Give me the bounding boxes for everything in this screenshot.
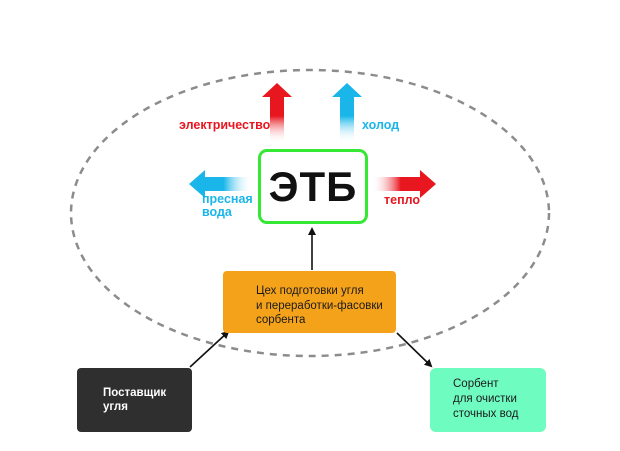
workshop-line1: Цех подготовки угля bbox=[256, 285, 364, 297]
sorbent-line1: Сорбент bbox=[453, 378, 499, 390]
water-arrow bbox=[189, 170, 252, 198]
fresh-water-label-line2: вода bbox=[202, 205, 232, 219]
supplier-line2: угля bbox=[103, 401, 128, 413]
fresh-water-label: пресная вода bbox=[202, 193, 253, 219]
workshop-box: Цех подготовки угля и переработки-фасовк… bbox=[223, 271, 396, 333]
cold-label: холод bbox=[362, 118, 400, 132]
workshop-line2: и переработки-фасовки bbox=[256, 299, 383, 312]
connector-workshop-to-sorbent bbox=[396, 332, 433, 368]
etb-label: ЭТБ bbox=[268, 162, 358, 210]
etb-box: ЭТБ bbox=[258, 149, 368, 224]
heat-arrow bbox=[372, 170, 436, 198]
fresh-water-label-line1: пресная bbox=[202, 192, 253, 206]
sorbent-line3: сточных вод bbox=[453, 408, 519, 420]
electricity-label: электричество bbox=[179, 118, 271, 132]
cold-arrow bbox=[332, 83, 362, 143]
connector-supplier-to-workshop bbox=[189, 330, 230, 368]
sorbent-box: Сорбент для очистки сточных вод bbox=[430, 368, 546, 432]
heat-label: тепло bbox=[384, 193, 421, 207]
electricity-arrow bbox=[262, 83, 292, 143]
process-boundary-ellipse bbox=[69, 68, 551, 358]
supplier-line1: Поставщик bbox=[103, 387, 167, 399]
workshop-line3: сорбента bbox=[256, 314, 306, 326]
sorbent-line2: для очистки bbox=[453, 393, 517, 405]
supplier-box: Поставщик угля bbox=[77, 368, 192, 432]
